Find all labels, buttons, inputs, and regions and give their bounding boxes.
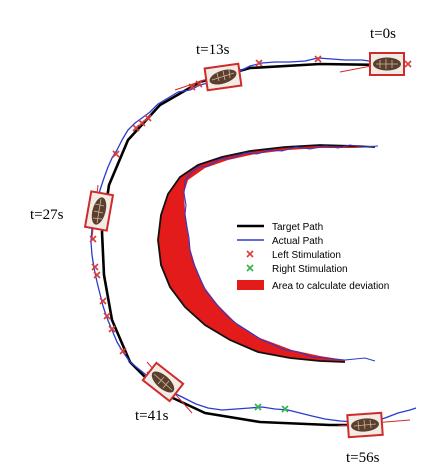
right-stim-mark <box>281 405 289 413</box>
time-label-t13: t=13s <box>196 42 230 58</box>
target-path <box>100 62 386 427</box>
time-label-t27: t=27s <box>30 207 64 223</box>
legend-label-actual-path: Actual Path <box>272 236 323 247</box>
legend-label-area: Area to calculate deviation <box>272 281 389 292</box>
deviation-target-line <box>157 144 376 363</box>
deviation-area <box>158 145 375 362</box>
left-stim-mark <box>138 119 146 127</box>
right-stim-mark <box>254 403 262 411</box>
left-stim-mark <box>99 297 107 305</box>
legend-item-area: Area to calculate deviation <box>237 280 389 292</box>
left-stim-mark <box>93 271 101 279</box>
left-stim-mark <box>112 150 120 158</box>
legend-right-stim-icon <box>246 264 254 272</box>
left-stim-mark <box>404 60 412 68</box>
legend-label-right-stimulation: Right Stimulation <box>272 264 348 275</box>
legend: Target Path Actual Path Left Stimulation… <box>237 222 389 292</box>
beetle-snapshot-t27 <box>83 184 115 239</box>
left-stim-mark <box>108 325 116 333</box>
beetle-snapshot-t13 <box>174 62 243 92</box>
left-stim-mark <box>144 114 152 122</box>
legend-label-left-stimulation: Left Stimulation <box>272 250 341 261</box>
left-stim-mark <box>103 312 111 320</box>
left-stim-mark <box>91 263 99 271</box>
time-label-t56: t=56s <box>346 450 380 466</box>
left-stim-mark <box>119 347 127 355</box>
deviation-area-plot <box>157 144 379 363</box>
legend-label-target-path: Target Path <box>272 222 323 233</box>
time-label-t0: t=0s <box>370 26 396 42</box>
legend-item-right-stimulation: Right Stimulation <box>246 264 348 275</box>
legend-left-stim-icon <box>246 250 254 258</box>
right-stimulation-markers <box>254 403 289 413</box>
left-stimulation-markers <box>89 55 412 379</box>
legend-item-target-path: Target Path <box>237 222 323 233</box>
beetle-snapshot-t56 <box>337 411 411 439</box>
left-stim-mark <box>314 55 322 63</box>
left-stim-mark <box>195 80 203 88</box>
legend-item-actual-path: Actual Path <box>237 236 323 247</box>
left-stim-mark <box>132 124 140 132</box>
legend-area-swatch <box>237 280 264 290</box>
beetle-snapshot-t0 <box>339 52 405 76</box>
legend-item-left-stimulation: Left Stimulation <box>246 250 341 261</box>
beetle-snapshot-t41 <box>141 361 193 414</box>
time-label-t41: t=41s <box>135 408 169 424</box>
left-stim-mark <box>89 235 97 243</box>
left-stim-mark <box>255 59 263 67</box>
deviation-actual-line <box>183 144 379 362</box>
